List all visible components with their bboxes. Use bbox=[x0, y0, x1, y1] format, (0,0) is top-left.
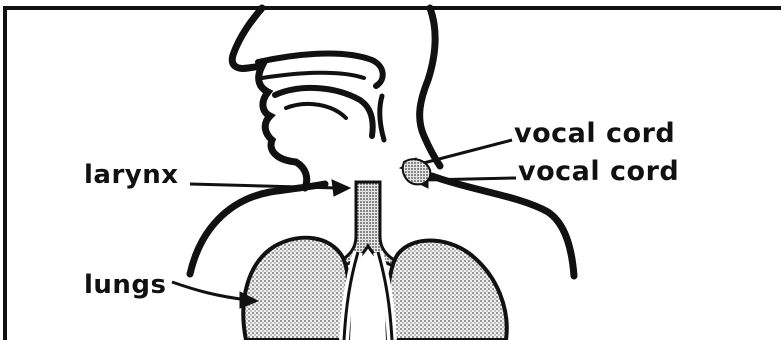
vocal-cord-label-lower: vocal cord bbox=[518, 156, 679, 187]
nasal-cavity bbox=[258, 54, 383, 86]
left-lung bbox=[243, 238, 349, 340]
vocal-cord-region bbox=[403, 159, 431, 184]
larynx-label: larynx bbox=[84, 160, 179, 190]
tongue bbox=[275, 88, 373, 136]
trachea bbox=[338, 182, 398, 268]
palate bbox=[262, 73, 364, 78]
back-of-neck bbox=[420, 8, 440, 166]
vocal-cord-label-upper: vocal cord bbox=[514, 118, 675, 149]
jaw bbox=[286, 104, 346, 118]
lungs-label: lungs bbox=[84, 270, 167, 300]
right-lung bbox=[387, 241, 506, 340]
pharynx-wall bbox=[380, 96, 384, 140]
head-outline bbox=[232, 8, 306, 188]
